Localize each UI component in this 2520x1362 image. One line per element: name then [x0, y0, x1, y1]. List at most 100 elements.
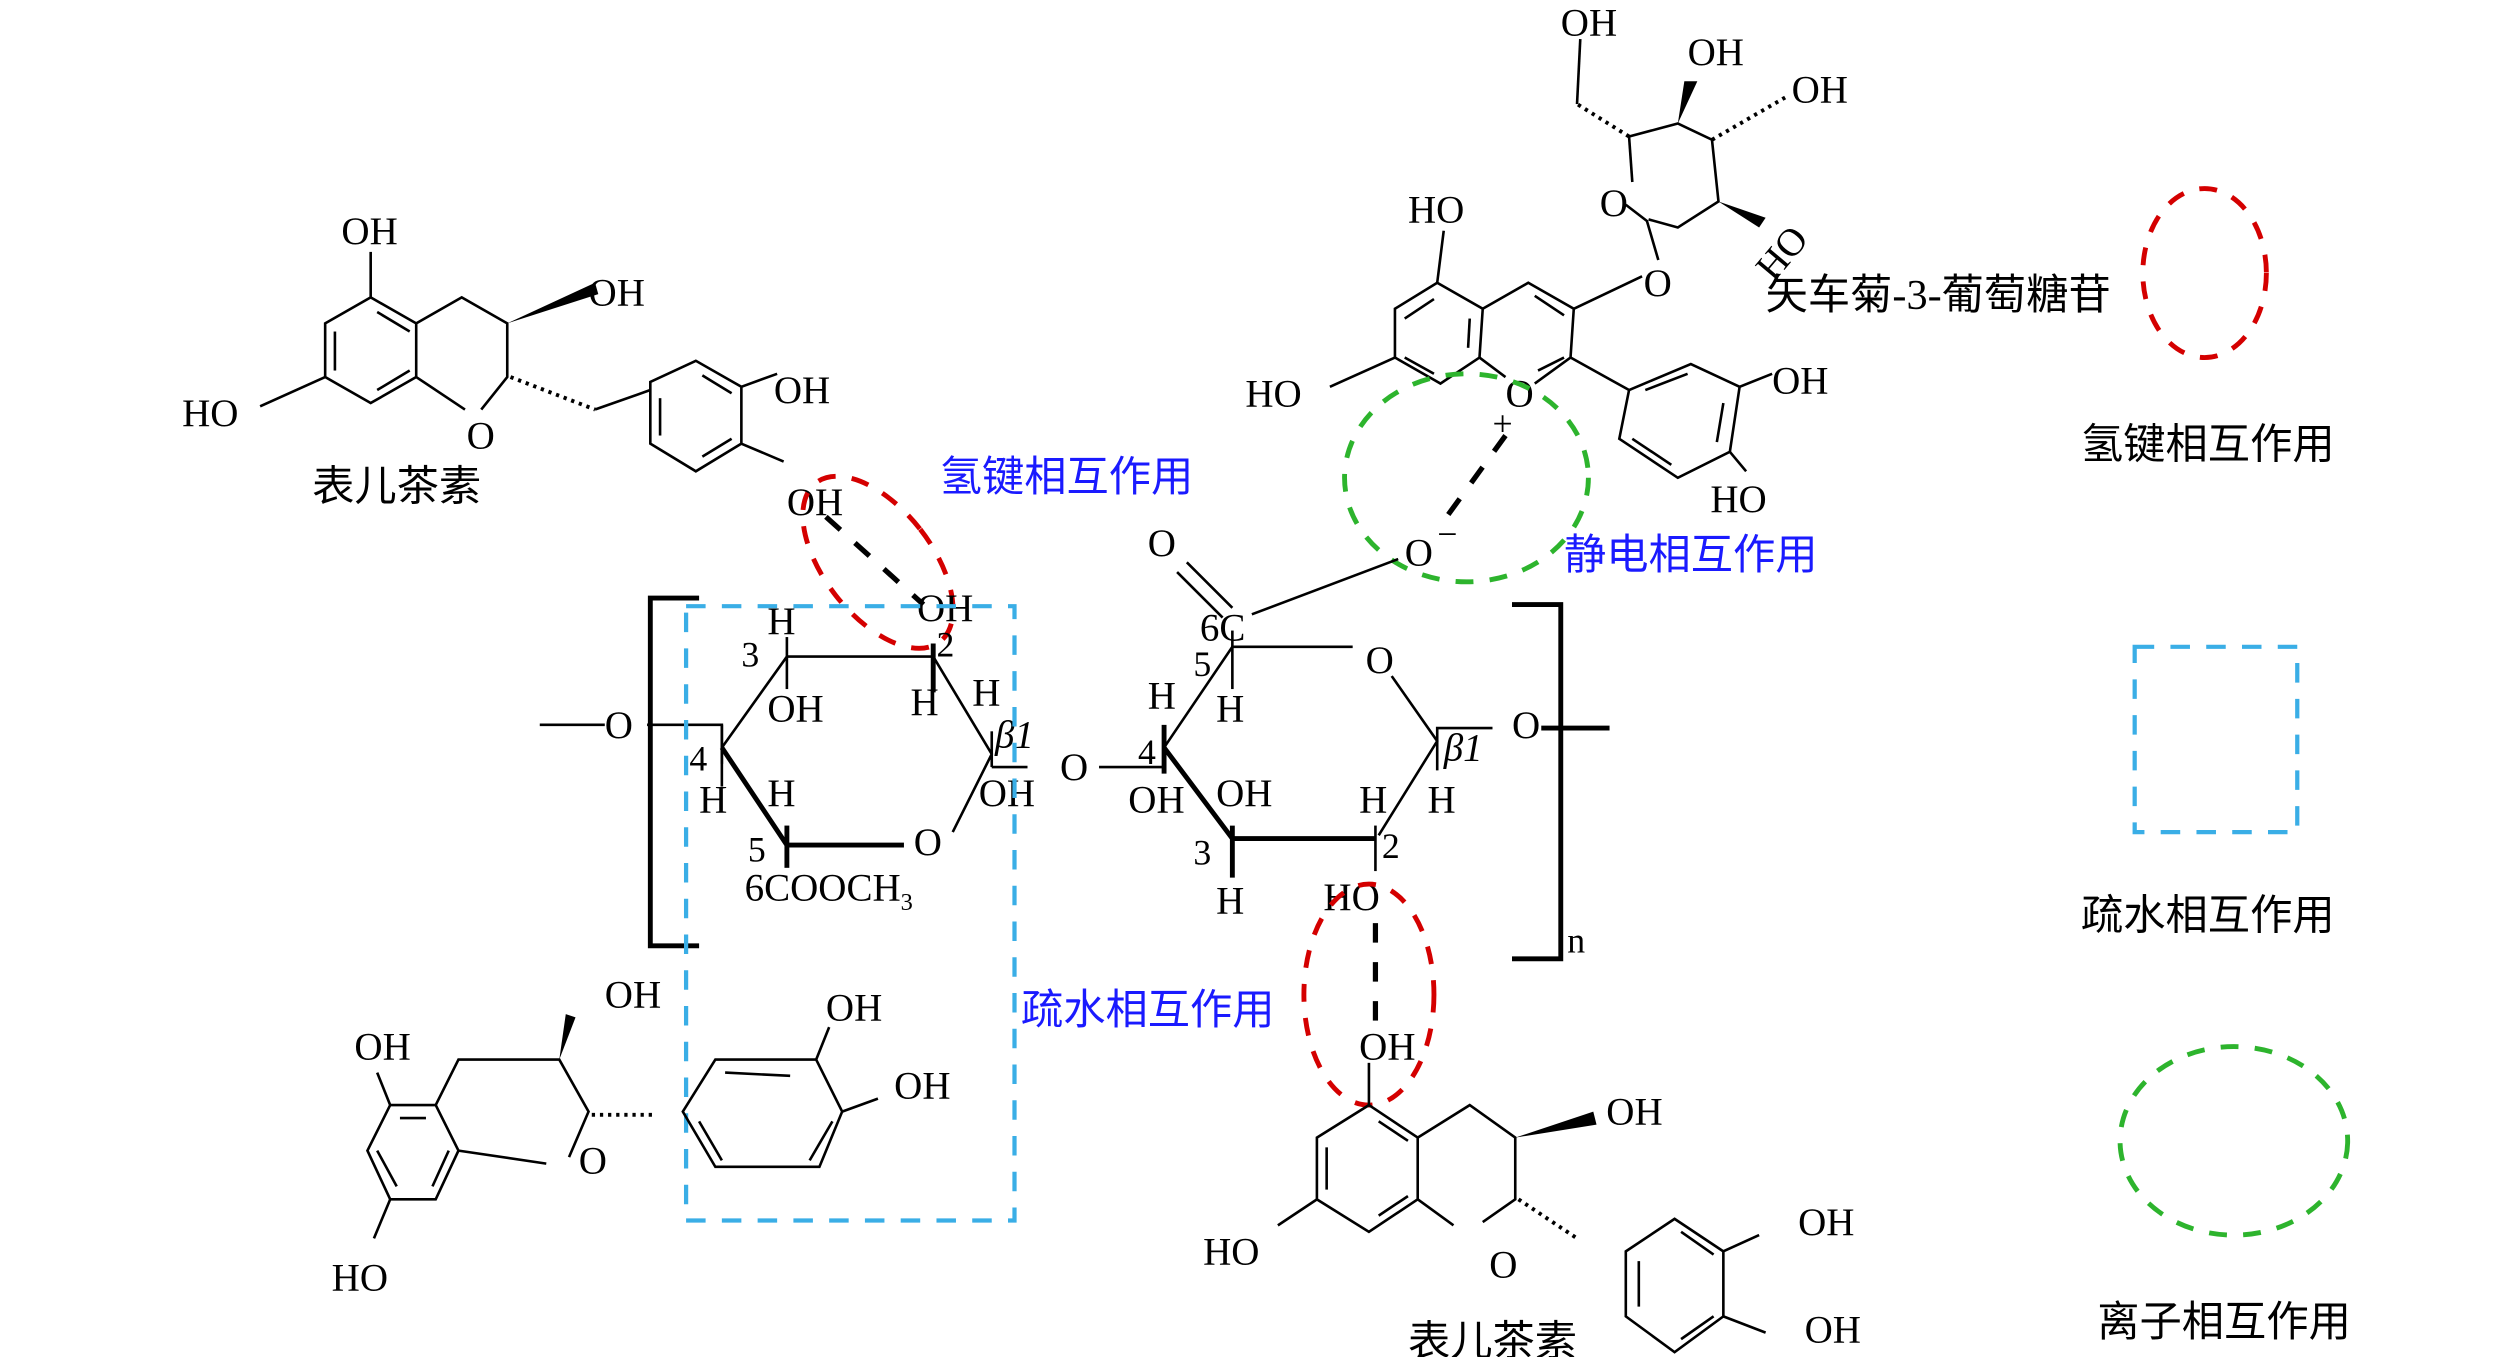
atom-o: O [1366, 639, 1394, 682]
b-ring-bond [1569, 356, 1630, 392]
substituent-cooch3: 6COOCH3 [745, 866, 913, 916]
atom-h: H [1359, 779, 1387, 822]
double-bond [376, 1149, 398, 1187]
legend-item-hydrogen-bond: 氢键相互作用 [2081, 186, 2335, 468]
atom-oh: OH [1606, 1091, 1662, 1134]
atom-o-minus: O [1405, 532, 1433, 575]
double-bond [1631, 437, 1673, 466]
atom-oh: OH [787, 481, 843, 524]
atom-ho: HO [1408, 189, 1464, 232]
atom-oh: OH [767, 688, 823, 731]
carbon-c6: 6C [1200, 606, 1246, 649]
atom-oh: OH [341, 210, 397, 253]
legend-item-ionic: 离子相互作用 [2097, 1044, 2351, 1346]
atom-h: H [1427, 779, 1455, 822]
hashed-bond [1710, 95, 1787, 142]
atom-oh: OH [354, 1026, 410, 1069]
repeat-n: n [1567, 920, 1585, 960]
atom-oh: OH [1128, 779, 1184, 822]
hashed-bond [1517, 1197, 1579, 1240]
oh3p-bond [1739, 372, 1773, 388]
double-bond [376, 369, 411, 392]
b-ring [1624, 1217, 1725, 1354]
legend-green-ellipse-icon [2117, 1044, 2351, 1238]
oh3p-bond [814, 1026, 831, 1061]
oh3p-bond [740, 372, 778, 389]
ionic-bond-line [1435, 434, 1508, 532]
atom-h: H [1216, 879, 1244, 922]
c-ring [415, 295, 509, 411]
ho7-bond [259, 375, 326, 408]
double-bond [1377, 1195, 1409, 1217]
atom-ho: HO [182, 392, 238, 435]
hydrophobic-rectangle [683, 604, 1017, 1223]
double-bond [701, 437, 733, 458]
wedge-bond [1515, 1111, 1597, 1138]
double-bond [725, 1071, 791, 1078]
ho7-bond [1277, 1198, 1318, 1227]
atom-oh: OH [605, 974, 661, 1017]
double-bond [1680, 1230, 1715, 1256]
carbon-number: 5 [1193, 644, 1211, 684]
atom-o: O [1148, 522, 1176, 565]
legend-red-ellipse-icon [2140, 186, 2269, 360]
wedge-bond [559, 1014, 576, 1060]
atom-h: H [699, 779, 727, 822]
double-bond [431, 1150, 450, 1187]
atom-oh: OH [1805, 1308, 1861, 1351]
double-bond [1644, 372, 1689, 392]
carbonyl-double-bond [1185, 561, 1234, 609]
anomeric-label: β1 [1443, 727, 1483, 770]
pectin-repeat-unit: n O 3 H OH 2 H OH H β1 OH 4 H H 5 O 6COO… [539, 514, 1610, 962]
c-ring [1417, 1103, 1517, 1224]
atom-o: O [1600, 182, 1628, 225]
legend-label: 离子相互作用 [2097, 1299, 2351, 1346]
atom-oh: OH [589, 272, 645, 315]
hydrophobic-label: 疏水相互作用 [1021, 987, 1275, 1034]
hydrophobic-interaction: 疏水相互作用 [683, 604, 1275, 1223]
glycosidic-bond [1625, 203, 1660, 261]
carbon-number: 2 [936, 625, 954, 665]
atom-h: H [1216, 688, 1244, 731]
oh5-bond [375, 1072, 392, 1106]
double-bond [1377, 1120, 1409, 1142]
double-bond [1404, 356, 1435, 375]
epicatechin-top-left: OH OH HO O OH OH 表儿茶素 [182, 210, 843, 524]
carbon-number: 4 [1138, 732, 1156, 772]
carbon-number: 3 [741, 634, 759, 674]
charge-minus: − [1437, 514, 1457, 554]
ho7-bond [1329, 356, 1396, 388]
atom-ho: HO [332, 1256, 388, 1299]
molecule-name: 矢车菊-3-葡萄糖苷 [1766, 272, 2111, 319]
carboxylate-bond [1251, 557, 1399, 616]
carbon-number: 2 [1382, 826, 1400, 866]
electrostatic-ellipse [1342, 371, 1591, 585]
atom-h: H [910, 681, 938, 724]
atom-oh: OH [979, 772, 1035, 815]
oh4p-bond [1722, 1315, 1767, 1334]
charge-plus: + [1492, 404, 1512, 444]
a-ring [323, 295, 418, 405]
legend-label: 氢键相互作用 [2081, 421, 2335, 468]
sugar-ring [1628, 122, 1720, 229]
wedge-bond [1677, 81, 1698, 124]
atom-o: O [914, 821, 942, 864]
atom-ho: HO [1203, 1230, 1259, 1273]
double-bond [701, 374, 733, 395]
legend: 氢键相互作用 疏水相互作用 离子相互作用 [2081, 186, 2351, 1346]
epicatechin-bottom-left: OH OH O HO OH OH [332, 974, 951, 1300]
double-bond [1715, 402, 1725, 443]
molecule-name: 表儿茶素 [1408, 1318, 1577, 1357]
oh4p-bond [841, 1097, 879, 1113]
o3-bond [1573, 275, 1643, 310]
atom-oh: OH [917, 587, 973, 630]
hydrogen-bond-label: 氢键相互作用 [940, 454, 1194, 501]
atom-ho: HO [1710, 478, 1766, 521]
carbon-number: 5 [748, 829, 766, 869]
atom-oh: OH [826, 987, 882, 1030]
atom-o-link: O [1060, 746, 1088, 789]
atom-oh: OH [774, 369, 830, 412]
c-ring-bond [415, 375, 466, 411]
